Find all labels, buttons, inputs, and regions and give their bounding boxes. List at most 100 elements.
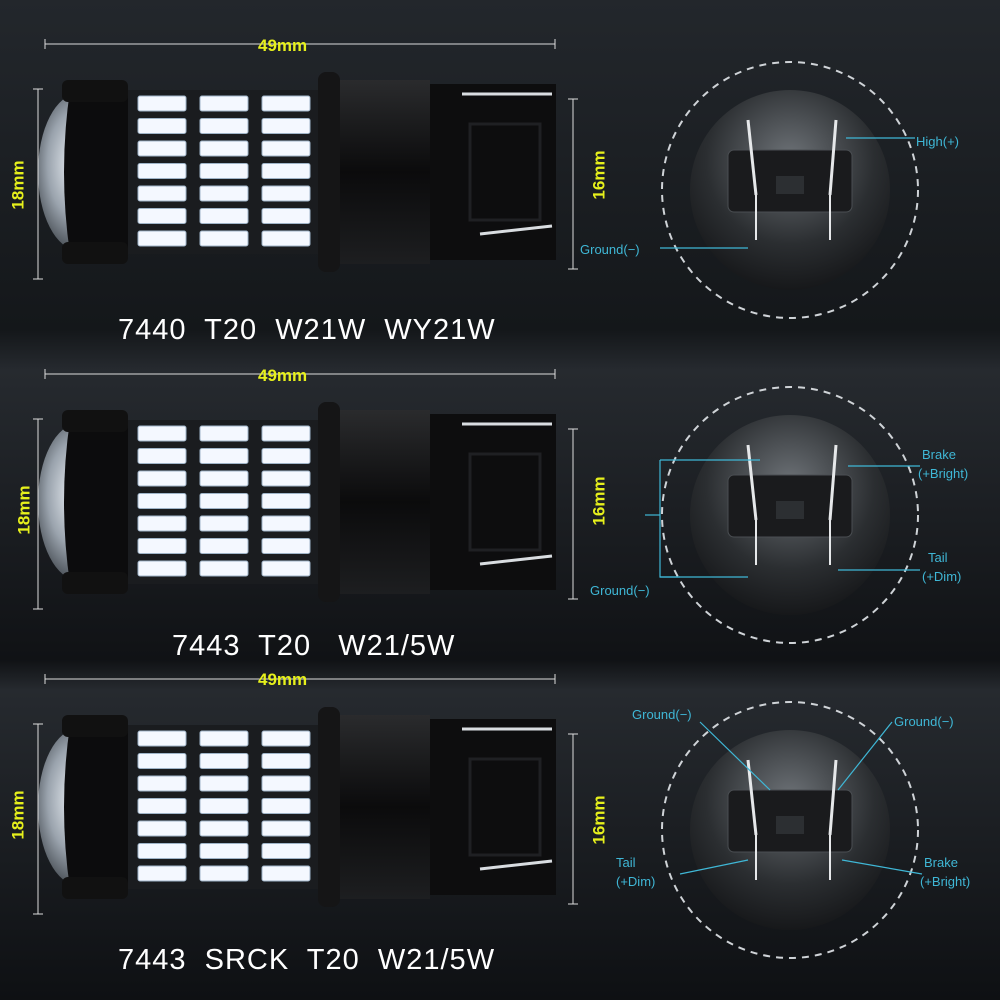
socket-closeup-2 (661, 386, 919, 644)
led-chip-3-0-0 (137, 730, 187, 747)
socket-pin-right-1 (828, 119, 838, 196)
height-label-2: 18mm (14, 485, 34, 535)
led-chip-1-2-4 (261, 185, 311, 202)
base-label-1: 16mm (589, 150, 609, 200)
wedge-detail-3 (468, 757, 542, 857)
led-chip-2-0-1 (137, 448, 187, 464)
led-chip-1-2-6 (261, 230, 311, 247)
collar-1 (318, 72, 340, 272)
base-label-2: 16mm (589, 476, 609, 526)
lens-housing-3 (64, 725, 130, 889)
led-chip-1-0-5 (137, 208, 187, 224)
lens-rim-bottom-2 (62, 572, 128, 594)
pin-label-ground-3b: Ground(−) (894, 714, 954, 729)
lens-rim-bottom-3 (62, 877, 128, 899)
led-chip-3-2-4 (261, 820, 311, 837)
lens-rim-top-2 (62, 410, 128, 432)
led-chip-3-0-5 (137, 843, 187, 859)
led-chip-3-1-5 (199, 843, 249, 859)
led-chip-1-1-4 (199, 185, 249, 202)
leader-tail-3 (679, 859, 749, 875)
led-chip-2-0-5 (137, 538, 187, 554)
pin-bottom-2 (479, 554, 553, 566)
led-chip-2-1-4 (199, 515, 249, 532)
led-chip-2-2-1 (261, 448, 311, 464)
socket-closeup-3 (661, 701, 919, 959)
wedge-detail-2 (468, 452, 542, 552)
bulb-1 (38, 72, 556, 272)
pin-label-brake-bright-3: (+Bright) (920, 874, 971, 889)
dashed-ring-2 (661, 386, 919, 644)
lens-housing-1 (64, 90, 130, 254)
led-chip-2-0-2 (137, 470, 187, 487)
led-chip-1-1-3 (199, 163, 249, 179)
collar-2 (318, 402, 340, 602)
led-chip-3-0-3 (137, 798, 187, 814)
led-chip-3-1-2 (199, 775, 249, 792)
led-chip-3-0-1 (137, 753, 187, 769)
led-chip-2-1-1 (199, 448, 249, 464)
collar-3 (318, 707, 340, 907)
led-chip-2-1-5 (199, 538, 249, 554)
led-chip-3-2-1 (261, 753, 311, 769)
socket-pin-left-2 (746, 444, 758, 521)
led-chip-3-0-4 (137, 820, 187, 837)
dimension-lines-3 (33, 674, 578, 915)
led-chip-1-2-3 (261, 163, 311, 179)
led-chip-3-2-5 (261, 843, 311, 859)
model-title-3: 7443 SRCK T20 W21/5W (118, 944, 496, 976)
led-chip-3-0-2 (137, 775, 187, 792)
led-chip-1-2-0 (261, 95, 311, 112)
leader-brake-3 (841, 859, 923, 875)
led-chip-2-0-3 (137, 493, 187, 509)
wedge-detail-1 (468, 122, 542, 222)
pin-label-tail-dim-3: (+Dim) (616, 874, 656, 889)
led-chip-2-2-6 (261, 560, 311, 577)
pin-label-brake-3: Brake (924, 855, 958, 870)
led-chip-2-2-2 (261, 470, 311, 487)
pin-label-tail-3: Tail (616, 855, 636, 870)
socket-closeup-1 (661, 61, 919, 319)
led-chip-1-2-5 (261, 208, 311, 224)
socket-pin-left-1 (746, 119, 758, 196)
leader-ground-3b (837, 721, 893, 791)
led-chip-1-0-6 (137, 230, 187, 247)
led-chip-2-0-4 (137, 515, 187, 532)
length-label-2: 49mm (258, 366, 308, 385)
led-chip-3-0-6 (137, 865, 187, 882)
led-chip-3-2-6 (261, 865, 311, 882)
led-chip-2-1-0 (199, 425, 249, 442)
bulb-3 (38, 707, 556, 907)
model-title-1: 7440 T20 W21W WY21W (118, 314, 496, 346)
length-label-1: 49mm (258, 36, 308, 55)
socket-pin-right-2 (828, 444, 838, 521)
led-chip-1-2-2 (261, 140, 311, 157)
pin-label-brake-bright-2: (+Bright) (918, 466, 969, 481)
base-label-3: 16mm (589, 795, 609, 845)
dimension-lines-2 (33, 369, 578, 610)
bulb-2 (38, 402, 556, 602)
led-chip-2-2-5 (261, 538, 311, 554)
led-chip-3-1-4 (199, 820, 249, 837)
pin-label-tail-dim-2: (+Dim) (922, 569, 962, 584)
wedge-base-3 (430, 719, 556, 895)
pin-label-brake-2: Brake (922, 447, 956, 462)
leader-ground-3a (699, 721, 771, 791)
led-chip-2-2-4 (261, 515, 311, 532)
led-chip-2-2-3 (261, 493, 311, 509)
led-chip-3-1-0 (199, 730, 249, 747)
wedge-base-2 (430, 414, 556, 590)
lens-housing-2 (64, 420, 130, 584)
led-chip-2-0-6 (137, 560, 187, 577)
led-chip-1-0-4 (137, 185, 187, 202)
dashed-ring-3 (661, 701, 919, 959)
socket-body-3 (340, 715, 430, 899)
dimension-lines-1 (33, 39, 578, 280)
led-chip-2-1-2 (199, 470, 249, 487)
wedge-base-1 (430, 84, 556, 260)
lens-rim-bottom-1 (62, 242, 128, 264)
socket-pin-left-3 (746, 759, 758, 836)
dashed-ring-1 (661, 61, 919, 319)
length-label-3: 49mm (258, 670, 308, 689)
